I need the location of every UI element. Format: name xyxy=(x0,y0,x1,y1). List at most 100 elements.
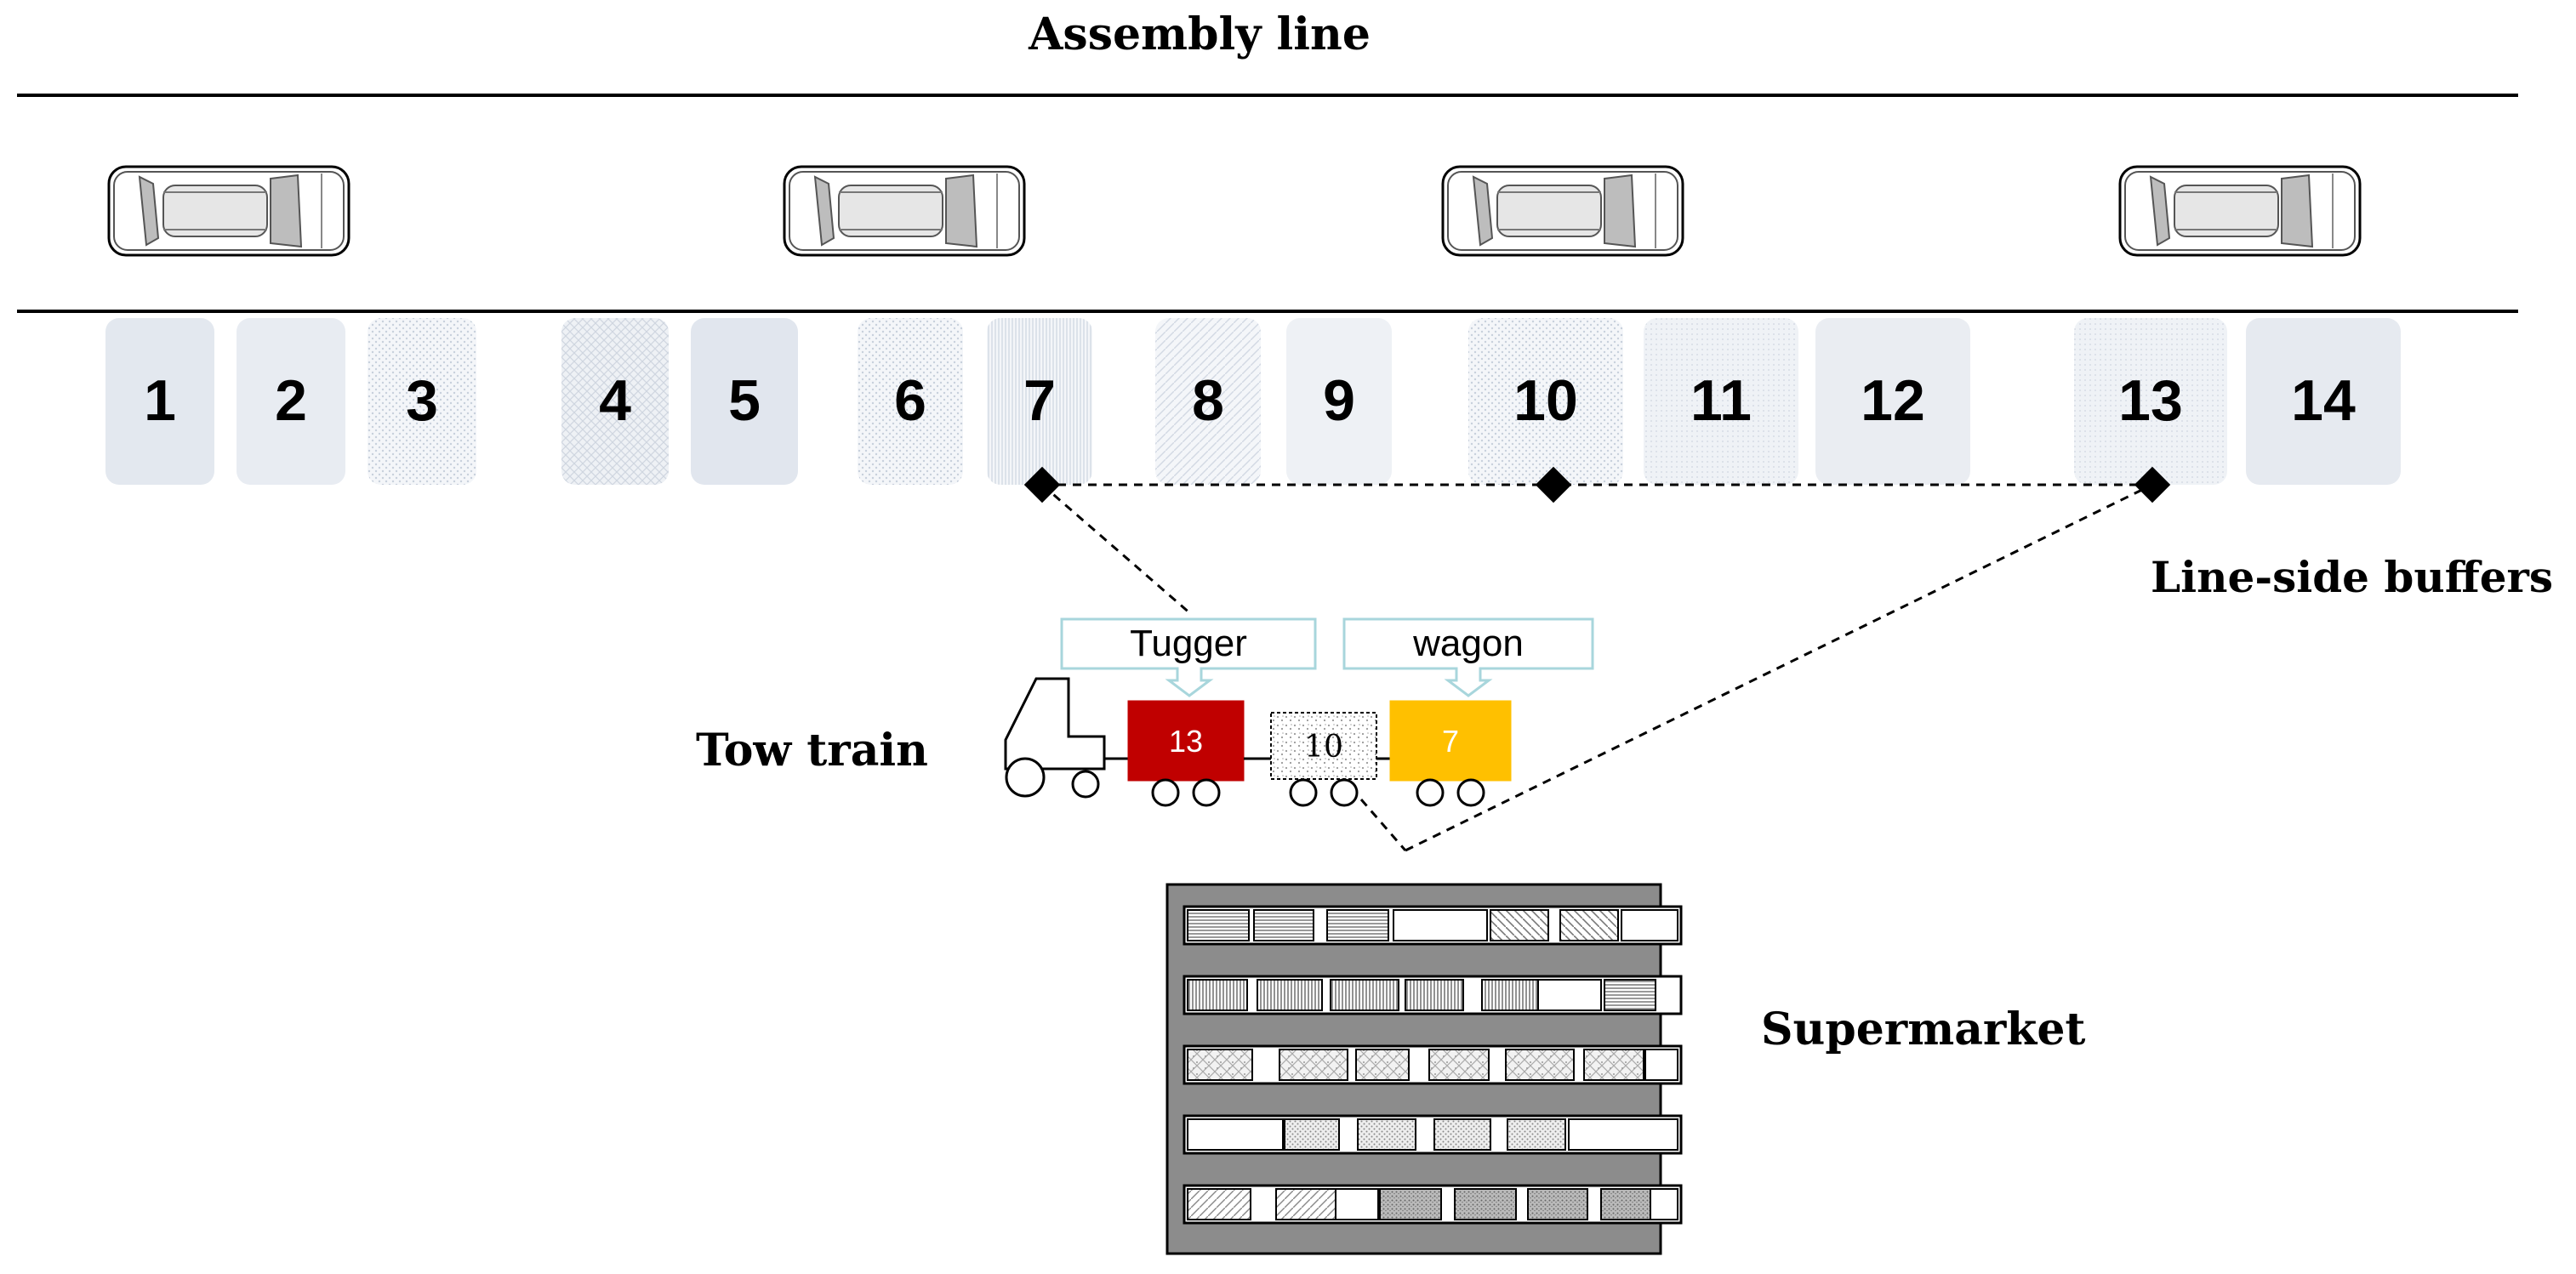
wagon-number: 7 xyxy=(1442,724,1459,759)
wagon-7: 7 xyxy=(1376,700,1512,807)
station-number: 8 xyxy=(1192,368,1224,433)
shelf-bin xyxy=(1379,1188,1442,1220)
shelf-bin xyxy=(1644,1049,1678,1081)
shelf-bin xyxy=(1330,979,1399,1011)
station-11: 11 xyxy=(1644,318,1798,485)
tugger-label: Tugger xyxy=(1130,623,1247,664)
shelf-bin xyxy=(1559,909,1619,941)
station-3: 3 xyxy=(368,318,476,485)
shelf-bin xyxy=(1583,1049,1644,1081)
station-8: 8 xyxy=(1155,318,1261,485)
station-12: 12 xyxy=(1815,318,1970,485)
station-box xyxy=(1286,318,1392,485)
tow-train-label: Tow train xyxy=(696,725,928,776)
wagon-number: 13 xyxy=(1169,724,1203,759)
route-train-to-supermarket xyxy=(1359,799,1407,851)
supermarket-shelf xyxy=(1183,1044,1683,1085)
shelf-bin xyxy=(1284,1118,1340,1151)
station-box xyxy=(691,318,798,485)
wagon-callout: wagon xyxy=(1342,617,1594,697)
station-box xyxy=(368,318,476,485)
wagon-body xyxy=(1270,712,1377,780)
tugger-callout: Tugger xyxy=(1060,617,1317,697)
route-supermarket-to-13 xyxy=(1405,483,2153,852)
station-number: 14 xyxy=(2291,368,2356,433)
supermarket-shelf xyxy=(1183,905,1683,946)
station-box xyxy=(2074,318,2227,485)
station-2: 2 xyxy=(237,318,345,485)
station-number: 7 xyxy=(1023,368,1056,433)
cars-group xyxy=(107,165,2362,257)
station-7: 7 xyxy=(987,318,1092,485)
wagon-10: 10 xyxy=(1244,712,1377,807)
station-5: 5 xyxy=(691,318,798,485)
wagon-wheel xyxy=(1456,778,1485,807)
station-box xyxy=(561,318,669,485)
tow-train: 13 10 7 xyxy=(1004,677,1512,807)
wagon-wheel xyxy=(1416,778,1445,807)
station-6: 6 xyxy=(858,318,963,485)
tugger-rear-wheel xyxy=(1071,770,1100,799)
assembly-line-title: Assembly line xyxy=(1028,9,1371,60)
shelf-bin xyxy=(1454,1188,1517,1220)
shelf-bin xyxy=(1568,1118,1678,1151)
station-box xyxy=(1468,318,1623,485)
station-number: 9 xyxy=(1323,368,1355,433)
station-4: 4 xyxy=(561,318,669,485)
tugger-vehicle xyxy=(1004,677,1128,799)
station-13: 13 xyxy=(2074,318,2227,485)
station-1: 1 xyxy=(105,318,214,485)
wagon-wheel xyxy=(1289,778,1318,807)
route-to-tugger xyxy=(1041,483,1192,616)
shelf-bin xyxy=(1428,1049,1490,1081)
supermarket xyxy=(1165,883,1683,1255)
shelf-bin xyxy=(1335,1188,1379,1220)
station-14: 14 xyxy=(2246,318,2401,485)
shelf-bin xyxy=(1527,1188,1588,1220)
shelf-bin xyxy=(1481,979,1541,1011)
shelf-bin xyxy=(1257,979,1323,1011)
wagon-wheel xyxy=(1151,778,1180,807)
station-number: 12 xyxy=(1861,368,1925,433)
station-9: 9 xyxy=(1286,318,1392,485)
shelf-bin xyxy=(1393,909,1488,941)
station-number: 13 xyxy=(2118,368,2183,433)
shelf-bin xyxy=(1187,1049,1253,1081)
station-10: 10 xyxy=(1468,318,1623,485)
shelf-bin xyxy=(1600,1188,1655,1220)
wagon-wheel xyxy=(1192,778,1221,807)
supermarket-shelf xyxy=(1183,1184,1683,1225)
wagon-body xyxy=(1389,700,1512,782)
station-number: 2 xyxy=(275,368,307,433)
station-box xyxy=(1815,318,1970,485)
station-number: 11 xyxy=(1690,368,1752,433)
station-box xyxy=(105,318,214,485)
station-box xyxy=(858,318,963,485)
supermarket-label: Supermarket xyxy=(1761,1004,2085,1055)
station-number: 4 xyxy=(599,368,631,433)
station-box xyxy=(1644,318,1798,485)
station-number: 3 xyxy=(406,368,438,433)
car-icon xyxy=(1441,165,1684,257)
car-icon xyxy=(107,165,350,257)
shelf-bin xyxy=(1621,909,1678,941)
buffer-diamond-10 xyxy=(1535,466,1572,503)
line-side-buffers-label: Line-side buffers xyxy=(2151,552,2553,602)
station-box xyxy=(1155,318,1261,485)
car-icon xyxy=(783,165,1026,257)
shelf-bin xyxy=(1326,909,1389,941)
shelf-bin xyxy=(1355,1049,1410,1081)
shelf-bin xyxy=(1405,979,1464,1011)
buffer-route xyxy=(1023,466,2171,852)
shelf-bin xyxy=(1187,1118,1284,1151)
shelf-bin xyxy=(1253,909,1314,941)
wagon-body xyxy=(1127,700,1245,782)
wagon-number: 10 xyxy=(1304,730,1343,765)
station-number: 10 xyxy=(1513,368,1578,433)
shelf-bin xyxy=(1187,979,1248,1011)
supermarket-shelf xyxy=(1183,1114,1683,1155)
shelf-bin xyxy=(1279,1049,1348,1081)
station-box xyxy=(2246,318,2401,485)
